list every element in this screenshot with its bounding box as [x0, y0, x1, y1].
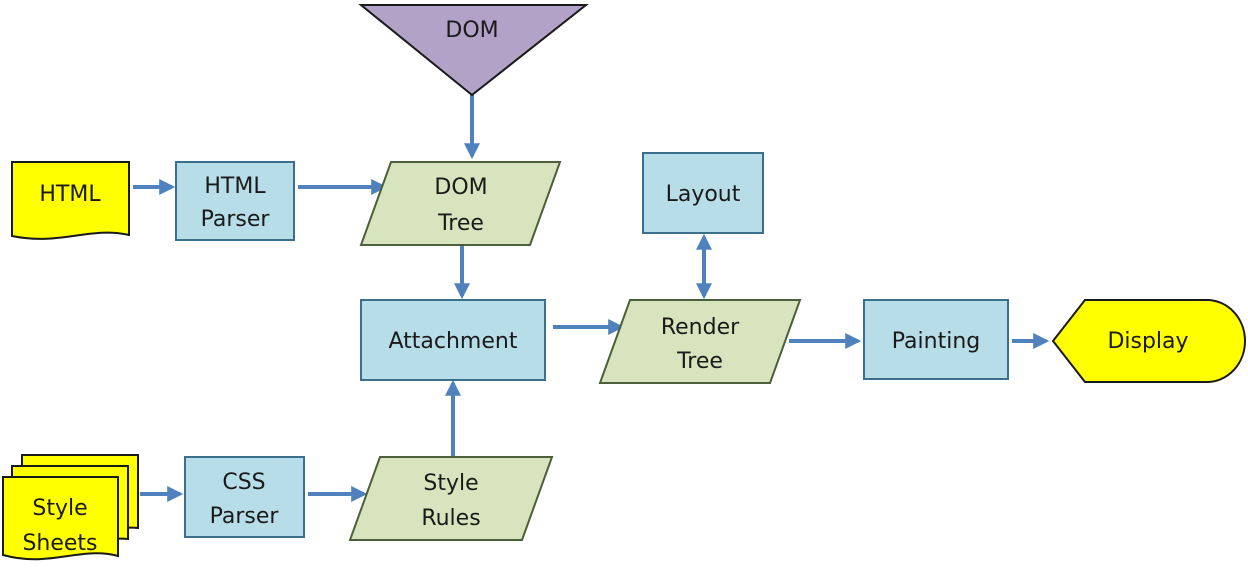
node-html-input-label: HTML — [39, 182, 101, 207]
node-render-tree: Render Tree — [598, 299, 802, 384]
node-layout-label: Layout — [666, 182, 741, 207]
node-painting-label: Painting — [892, 329, 980, 354]
node-dom-source: DOM — [358, 4, 589, 97]
node-render-tree-label-line2: Tree — [676, 349, 723, 374]
node-attachment-label: Attachment — [389, 329, 518, 354]
node-style-sheets-label-line1: Style — [32, 496, 87, 521]
node-style-sheets-label-line2: Sheets — [22, 531, 97, 556]
node-attachment: Attachment — [360, 299, 546, 381]
node-painting: Painting — [863, 299, 1009, 380]
node-css-parser-label-line2: Parser — [210, 504, 280, 529]
node-html-parser-label-line1: HTML — [204, 174, 266, 199]
node-display: Display — [1051, 299, 1246, 383]
node-style-rules-label-line1: Style — [423, 471, 478, 496]
node-html-parser: HTML Parser — [175, 161, 295, 241]
node-display-label: Display — [1107, 329, 1188, 354]
node-dom-tree-label-line1: DOM — [434, 175, 487, 200]
node-style-rules-label-line2: Rules — [421, 506, 480, 531]
node-css-parser-label-line1: CSS — [222, 470, 265, 495]
node-style-rules: Style Rules — [348, 456, 554, 541]
node-html-parser-label-line2: Parser — [201, 207, 271, 232]
node-render-tree-label-line1: Render — [661, 315, 740, 340]
node-style-sheets: Style Sheets — [2, 454, 139, 561]
node-dom-tree-label-line2: Tree — [437, 211, 484, 236]
node-dom-source-label: DOM — [445, 18, 498, 43]
node-dom-tree: DOM Tree — [359, 161, 562, 246]
node-layout: Layout — [642, 152, 764, 234]
edges — [133, 95, 1050, 502]
node-css-parser: CSS Parser — [184, 456, 305, 538]
node-html-input: HTML — [11, 161, 130, 240]
